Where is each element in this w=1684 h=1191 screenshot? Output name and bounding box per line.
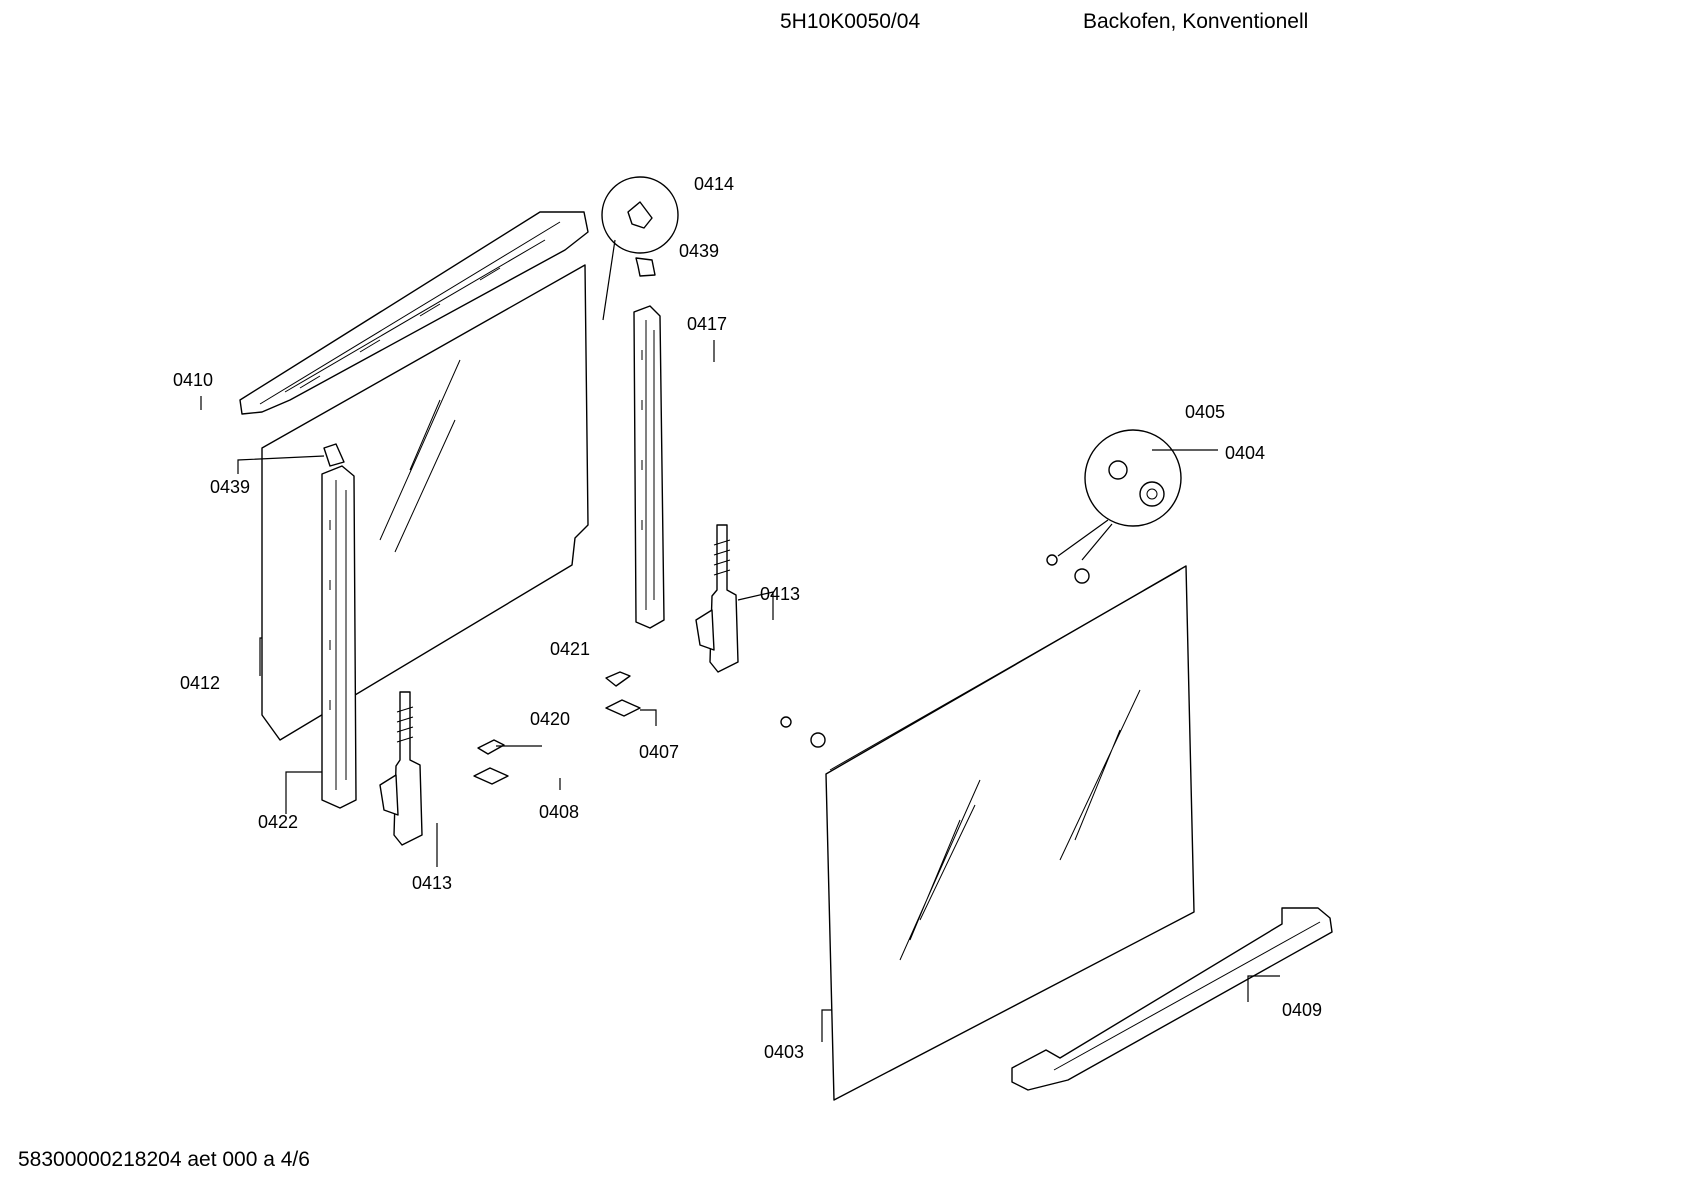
label-0420: 0420 — [530, 709, 570, 729]
label-0421: 0421 — [550, 639, 590, 659]
clip-part-0420[interactable] — [477, 739, 505, 755]
label-0409: 0409 — [1282, 1000, 1322, 1020]
label-0405: 0405 — [1185, 402, 1225, 422]
clip-part-0439-left[interactable] — [323, 443, 345, 467]
hinge-part-0413-left[interactable] — [379, 691, 423, 846]
screw-parts-0405[interactable] — [780, 554, 1090, 748]
clip-part-0439-top[interactable] — [635, 257, 656, 277]
label-0413-left: 0413 — [412, 873, 452, 893]
label-0412: 0412 — [180, 673, 220, 693]
document-id: 58300000218204 aet 000 a 4/6 — [18, 1148, 310, 1171]
part-labels: 0414 0439 0417 0410 0439 0412 0422 0413 … — [173, 174, 1322, 1062]
diagram-title: Backofen, Konventionell — [1083, 10, 1309, 33]
detail-circle-0405 — [1057, 429, 1182, 561]
label-0404: 0404 — [1225, 443, 1265, 463]
label-0439-top: 0439 — [679, 241, 719, 261]
clip-part-0408[interactable] — [473, 767, 509, 785]
detail-circle-0414 — [601, 176, 679, 321]
leader-lines — [200, 340, 1280, 1042]
label-0439-left: 0439 — [210, 477, 250, 497]
model-number: 5H10K0050/04 — [780, 10, 921, 33]
side-bracket-part-0422[interactable] — [321, 465, 357, 809]
label-0408: 0408 — [539, 802, 579, 822]
label-0413-right: 0413 — [760, 584, 800, 604]
top-profile-part-0410[interactable] — [239, 211, 589, 415]
label-0422: 0422 — [258, 812, 298, 832]
side-bracket-part-0417[interactable] — [633, 305, 665, 629]
label-0403: 0403 — [764, 1042, 804, 1062]
label-0417: 0417 — [687, 314, 727, 334]
clip-part-0407[interactable] — [605, 699, 641, 717]
clip-part-0421[interactable] — [605, 671, 631, 687]
label-0407: 0407 — [639, 742, 679, 762]
door-handle-part-0409[interactable] — [1011, 907, 1333, 1091]
label-0414: 0414 — [694, 174, 734, 194]
hinge-part-0413-right[interactable] — [695, 524, 739, 673]
inner-glass-part-0412[interactable] — [261, 264, 589, 741]
label-0410: 0410 — [173, 370, 213, 390]
outer-glass-door-part-0403[interactable] — [825, 565, 1195, 1101]
